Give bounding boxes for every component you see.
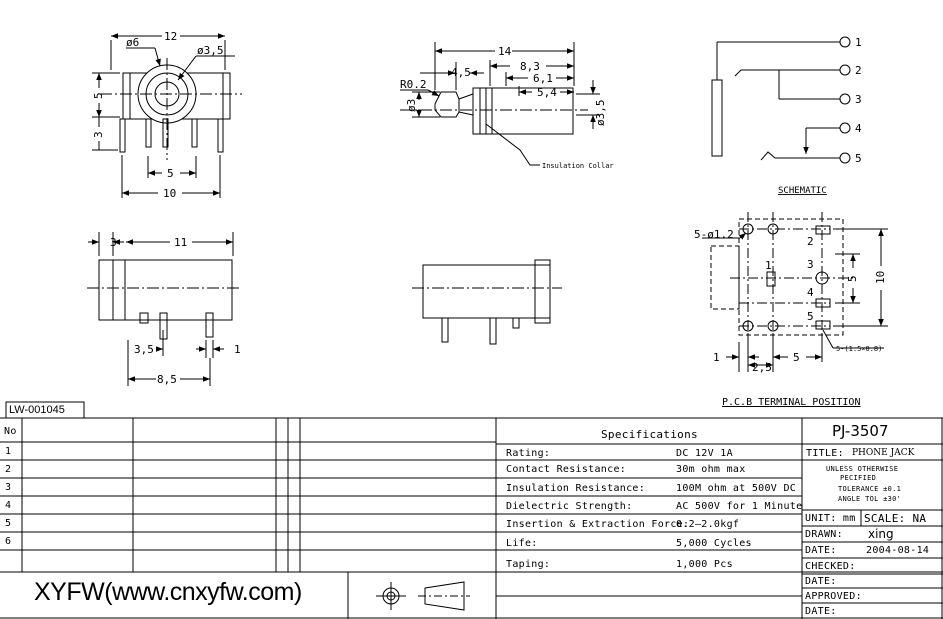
spec-label-dielectric: Dielectric Strength: bbox=[506, 501, 633, 512]
tolerance-line-2: PECIFIED bbox=[840, 474, 877, 482]
row-number-6: 6 bbox=[5, 536, 12, 547]
pcb-pin-4: 4 bbox=[807, 286, 814, 299]
spec-label-rating: Rating: bbox=[506, 448, 551, 459]
pcb-pin-1: 1 bbox=[765, 259, 772, 272]
dim-61: 6,1 bbox=[533, 72, 553, 85]
dim-side-85: 8,5 bbox=[157, 373, 177, 386]
checked-date-label: DATE: bbox=[805, 576, 837, 587]
no-header: No bbox=[4, 426, 17, 437]
dim-plug-phi3: ø3 bbox=[405, 99, 418, 112]
scale-field: SCALE: NA bbox=[864, 512, 927, 525]
dim-side-1: 1 bbox=[234, 343, 241, 356]
row-number-2: 2 bbox=[5, 464, 12, 475]
spec-label-life: Life: bbox=[506, 538, 538, 549]
spec-value-contact: 30m ohm max bbox=[676, 464, 746, 475]
approved-label: APPROVED: bbox=[805, 591, 862, 602]
table-grid bbox=[0, 401, 943, 619]
date-value: 2004-08-14 bbox=[866, 545, 930, 556]
dim-side-3: 3 bbox=[110, 236, 117, 249]
tolerance-line-1: UNLESS OTHERWISE bbox=[826, 465, 899, 473]
dim-side-35: 3,5 bbox=[134, 343, 154, 356]
title-value: PHONE JACK bbox=[852, 448, 915, 458]
pcb-dim-5: 5 bbox=[846, 275, 859, 282]
side-view-right bbox=[412, 259, 562, 345]
spec-label-taping: Taping: bbox=[506, 559, 551, 570]
schematic-pin-1: 1 bbox=[855, 36, 862, 49]
spec-value-insulation: 100M ohm at 500V DC bbox=[676, 483, 797, 494]
dim-side-11: 11 bbox=[174, 236, 187, 249]
tolerance-line-3: TOLERANCE ±0.1 bbox=[838, 485, 902, 493]
spec-value-life: 5,000 Cycles bbox=[676, 538, 752, 549]
schematic-title: SCHEMATIC bbox=[778, 186, 827, 196]
unit-field: UNIT: mm bbox=[805, 513, 856, 524]
spec-value-taping: 1,000 Pcs bbox=[676, 559, 733, 570]
schematic bbox=[711, 36, 851, 164]
pcb-dim-25: 2,5 bbox=[752, 361, 772, 374]
schematic-pin-4: 4 bbox=[855, 122, 862, 135]
row-number-5: 5 bbox=[5, 518, 12, 529]
dim-10: 10 bbox=[163, 187, 176, 200]
spec-label-force: Insertion & Extraction Force: bbox=[506, 519, 690, 530]
front-view bbox=[92, 33, 242, 198]
spec-value-dielectric: AC 500V for 1 Minute bbox=[676, 501, 803, 512]
pcb-title: P.C.B TERMINAL POSITION bbox=[722, 397, 860, 408]
schematic-pin-5: 5 bbox=[855, 152, 862, 165]
dim-45: 4,5 bbox=[451, 66, 471, 79]
dim-14: 14 bbox=[498, 45, 512, 58]
brand-name: XYFW(www.cnxyfw.com) bbox=[34, 578, 302, 606]
pcb-pin-3: 3 bbox=[807, 258, 814, 271]
plug-view bbox=[400, 42, 600, 166]
pcb-pin-2: 2 bbox=[807, 235, 814, 248]
spec-label-contact: Contact Resistance: bbox=[506, 464, 627, 475]
dim-83: 8,3 bbox=[520, 60, 540, 73]
pcb-pin-5: 5 bbox=[807, 310, 814, 323]
dim-phi6: ø6 bbox=[126, 36, 139, 49]
title-label: TITLE: bbox=[806, 448, 844, 459]
checked-label: CHECKED: bbox=[805, 561, 856, 572]
part-number: PJ-3507 bbox=[832, 422, 889, 440]
pcb-dim-1: 1 bbox=[713, 351, 720, 364]
pcb-layout bbox=[702, 212, 888, 372]
pcb-dim-5b: 5 bbox=[793, 351, 800, 364]
drawn-label: DRAWN: bbox=[805, 529, 843, 540]
pcb-slot-size: 5-(1.5×0.8) bbox=[836, 345, 882, 353]
approved-date-label: DATE: bbox=[805, 606, 837, 617]
dim-plug-phi35: ø3,5 bbox=[594, 100, 607, 127]
dim-h3: 3 bbox=[92, 131, 105, 138]
dim-pin-pitch: 5 bbox=[167, 167, 174, 180]
pcb-dim-10: 10 bbox=[874, 271, 887, 284]
specs-header: Specifications bbox=[601, 428, 698, 441]
schematic-pin-3: 3 bbox=[855, 93, 862, 106]
pcb-hole-count: 5-ø1.2 bbox=[694, 228, 734, 241]
dim-r02: R0.2 bbox=[400, 78, 427, 91]
dim-54: 5,4 bbox=[537, 86, 557, 99]
tolerance-line-4: ANGLE TOL ±30' bbox=[838, 495, 902, 503]
spec-value-force: 0.2–2.0kgf bbox=[676, 519, 740, 530]
date-label: DATE: bbox=[805, 545, 837, 556]
dim-12: 12 bbox=[164, 30, 177, 43]
row-number-3: 3 bbox=[5, 482, 12, 493]
dim-phi35: ø3,5 bbox=[197, 44, 224, 57]
schematic-pin-2: 2 bbox=[855, 64, 862, 77]
row-number-4: 4 bbox=[5, 500, 12, 511]
spec-value-rating: DC 12V 1A bbox=[676, 448, 733, 459]
drawn-value: xing bbox=[868, 527, 894, 541]
dim-h5: 5 bbox=[92, 92, 105, 99]
drawing-code: LW-001045 bbox=[9, 404, 65, 416]
insulation-collar-label: Insulation Collar bbox=[542, 162, 614, 170]
spec-label-insulation: Insulation Resistance: bbox=[506, 483, 646, 494]
row-number-1: 1 bbox=[5, 446, 12, 457]
side-view-left bbox=[87, 232, 242, 386]
